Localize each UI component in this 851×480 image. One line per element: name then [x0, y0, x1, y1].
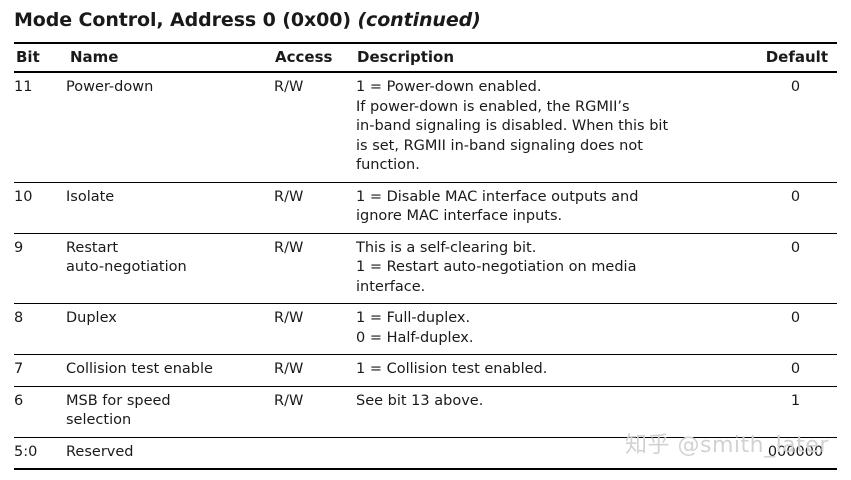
cell-description: See bit 13 above.: [356, 386, 754, 438]
cell-description: 1 = Collision test enabled.: [356, 354, 754, 387]
cell-bit: 11: [14, 72, 66, 183]
cell-description: [356, 437, 754, 470]
cell-name-line: selection: [66, 412, 132, 428]
cell-name-line: MSB for speed: [66, 392, 171, 409]
cell-bit: 9: [14, 233, 66, 304]
column-header-default: Default: [754, 42, 837, 73]
cell-name-line: Reserved: [66, 443, 134, 460]
cell-access: R/W: [274, 303, 356, 355]
cell-name-line: Power-down: [66, 79, 154, 95]
cell-bit: 8: [14, 303, 66, 355]
table-header-row: Bit Name Access Description Default: [14, 42, 837, 73]
cell-access: R/W: [274, 72, 356, 183]
cell-name-line: Restart: [66, 239, 119, 256]
page-title-continued: (continued): [357, 9, 481, 31]
cell-default: 0: [754, 182, 837, 234]
page-title: Mode Control, Address 0 (0x00) (continue…: [14, 0, 837, 33]
cell-default: 0: [754, 303, 837, 355]
cell-name-line: Collision test enable: [66, 361, 213, 377]
cell-name: Reserved: [66, 437, 274, 470]
cell-name-line: auto-negotiation: [66, 259, 187, 275]
cell-description-line: is set, RGMII in-band signaling does not: [356, 137, 643, 154]
cell-description-line: 0 = Half-duplex.: [356, 329, 474, 346]
cell-description-line: ignore MAC interface inputs.: [356, 208, 563, 224]
cell-name: Collision test enable: [66, 354, 274, 387]
cell-default: 000000: [754, 437, 837, 470]
cell-name: Isolate: [66, 182, 274, 234]
cell-description-line: This is a self-clearing bit.: [356, 239, 537, 256]
cell-description: 1 = Full-duplex. 0 = Half-duplex.: [356, 303, 754, 355]
cell-access: R/W: [274, 386, 356, 438]
cell-name-line: Isolate: [66, 188, 115, 205]
cell-description-line: 1 = Collision test enabled.: [356, 361, 548, 377]
cell-access: R/W: [274, 354, 356, 387]
column-header-description: Description: [356, 42, 754, 73]
cell-description-line: 1 = Restart auto-negotiation on media: [356, 259, 637, 275]
cell-bit: 5:0: [14, 437, 66, 470]
cell-description-line: 1 = Power-down enabled.: [356, 79, 542, 95]
cell-description-line: function.: [356, 157, 420, 173]
cell-access: [274, 437, 356, 470]
cell-bit: 10: [14, 182, 66, 234]
cell-name: MSB for speed selection: [66, 386, 274, 438]
cell-description: 1 = Disable MAC interface outputs and ign…: [356, 182, 754, 234]
cell-default: 0: [754, 72, 837, 183]
cell-access: R/W: [274, 182, 356, 234]
cell-description-line: See bit 13 above.: [356, 392, 484, 409]
cell-default: 0: [754, 354, 837, 387]
cell-bit: 6: [14, 386, 66, 438]
cell-name: Restart auto-negotiation: [66, 233, 274, 304]
table-header: Bit Name Access Description Default: [14, 42, 837, 73]
cell-name-line: Duplex: [66, 310, 117, 326]
cell-description-line: interface.: [356, 278, 426, 295]
cell-description-line: If power-down is enabled, the RGMII’s: [356, 98, 630, 115]
column-header-access: Access: [274, 42, 356, 73]
column-header-name: Name: [66, 42, 274, 73]
column-header-bit: Bit: [14, 42, 66, 73]
cell-default: 1: [754, 386, 837, 438]
cell-description-line: 1 = Disable MAC interface outputs and: [356, 188, 639, 205]
cell-access: R/W: [274, 233, 356, 304]
cell-name: Power-down: [66, 72, 274, 183]
cell-description: 1 = Power-down enabled. If power-down is …: [356, 72, 754, 183]
cell-description-line: 1 = Full-duplex.: [356, 310, 471, 326]
cell-description: This is a self-clearing bit. 1 = Restart …: [356, 233, 754, 304]
cell-default: 0: [754, 233, 837, 304]
page-title-main: Mode Control, Address 0 (0x00): [14, 9, 358, 31]
cell-name: Duplex: [66, 303, 274, 355]
cell-bit: 7: [14, 354, 66, 387]
cell-description-line: in-band signaling is disabled. When this…: [356, 118, 669, 134]
